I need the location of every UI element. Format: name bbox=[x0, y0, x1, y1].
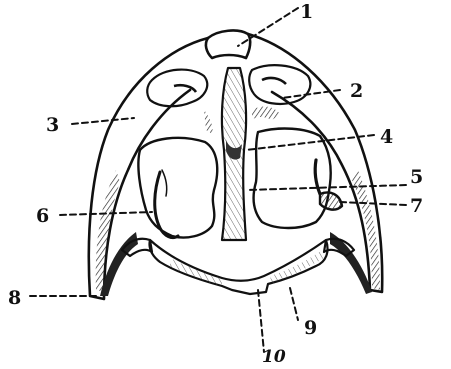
snout-top bbox=[206, 31, 250, 58]
leader-5 bbox=[248, 185, 406, 190]
label-5: 5 bbox=[410, 166, 423, 188]
label-6: 6 bbox=[36, 205, 49, 227]
right-columella bbox=[315, 160, 320, 194]
leader-3 bbox=[72, 118, 134, 124]
leader-7 bbox=[340, 202, 406, 205]
label-7: 7 bbox=[410, 195, 423, 217]
leader-4 bbox=[246, 135, 374, 150]
leader-9 bbox=[290, 288, 298, 320]
label-3: 3 bbox=[46, 114, 59, 136]
left-orbit bbox=[138, 138, 217, 238]
shading-blobs bbox=[170, 107, 324, 286]
label-2: 2 bbox=[350, 80, 363, 102]
label-8: 8 bbox=[8, 287, 21, 309]
right-pterygoid-process bbox=[320, 193, 342, 210]
label-1: 1 bbox=[300, 1, 313, 23]
label-10: 10 bbox=[262, 347, 286, 367]
left-outer-jaw bbox=[89, 38, 208, 299]
label-4: 4 bbox=[380, 126, 393, 148]
label-9: 9 bbox=[304, 317, 317, 339]
leader-10 bbox=[258, 290, 264, 352]
